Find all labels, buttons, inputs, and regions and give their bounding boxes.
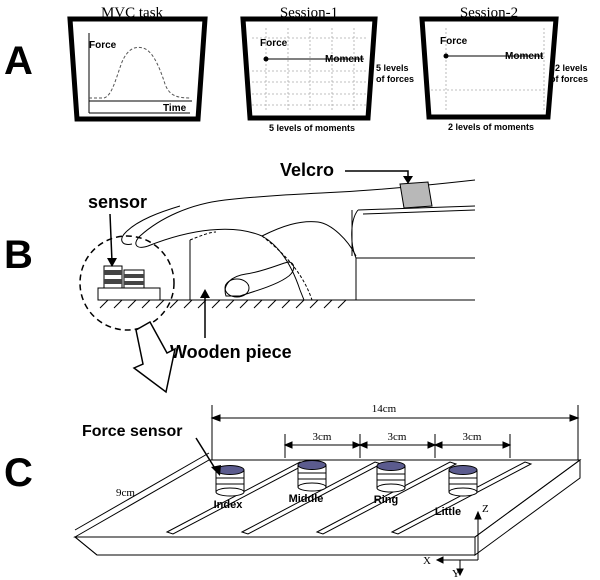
axis-x-label: X <box>423 555 431 567</box>
sensor-label: sensor <box>88 192 147 212</box>
finger-label-ring: Ring <box>374 494 398 506</box>
finger-label-index: Index <box>214 499 244 511</box>
mvc-force-curve <box>89 46 191 99</box>
session2-screen: Session-2 Force Moment 2 levels of force… <box>419 5 588 132</box>
session1-force-label: Force <box>260 38 288 49</box>
session2-side-note-1: 2 levels <box>555 63 588 73</box>
mvc-task-screen: MVC task Force Time <box>67 5 208 122</box>
session2-bottom-note: 2 levels of moments <box>448 122 534 132</box>
dimension-lines <box>210 405 580 460</box>
velcro-arrow <box>345 170 409 178</box>
session1-screen: Session-1 Force Moment 5 levels of force… <box>240 5 414 133</box>
force-sensor-label: Force sensor <box>82 423 182 440</box>
axis-y-label: Y <box>452 568 460 580</box>
finger-sensor-little <box>448 465 478 497</box>
session1-bottom-note: 5 levels of moments <box>269 123 355 133</box>
finger-label-little: Little <box>435 506 461 518</box>
axis-z-label: Z <box>482 503 489 515</box>
session2-force-label: Force <box>440 36 468 47</box>
wooden-piece-label: Wooden piece <box>170 342 292 362</box>
session1-side-note-2: of forces <box>376 74 414 84</box>
spacing-label-1: 3cm <box>313 431 332 443</box>
finger-sensor-index <box>215 465 245 497</box>
session2-moment-label: Moment <box>505 51 544 62</box>
session2-side-note-2: of forces <box>550 74 588 84</box>
force-plate <box>73 452 582 556</box>
zoom-circle <box>79 235 175 331</box>
panel-b-letter: B <box>4 233 33 277</box>
zoom-arrow <box>132 320 177 394</box>
session1-moment-label: Moment <box>325 54 364 65</box>
panel-c-letter: C <box>4 451 33 495</box>
session1-side-note-1: 5 levels <box>376 63 409 73</box>
spacing-label-3: 3cm <box>463 431 482 443</box>
finger-label-middle: Middle <box>289 493 324 505</box>
panel-a-letter: A <box>4 39 33 83</box>
coordinate-axes <box>435 510 482 577</box>
finger-sensor-middle <box>297 460 327 492</box>
depth-label: 9cm <box>116 487 135 499</box>
velcro-label: Velcro <box>280 160 334 180</box>
spacing-label-2: 3cm <box>388 431 407 443</box>
velcro-band <box>399 181 433 209</box>
finger-sensor-ring <box>376 461 406 493</box>
sensor-stack <box>97 265 161 301</box>
mvc-y-label: Force <box>89 40 117 51</box>
total-width-label: 14cm <box>372 403 397 415</box>
mvc-x-label: Time <box>163 103 187 114</box>
